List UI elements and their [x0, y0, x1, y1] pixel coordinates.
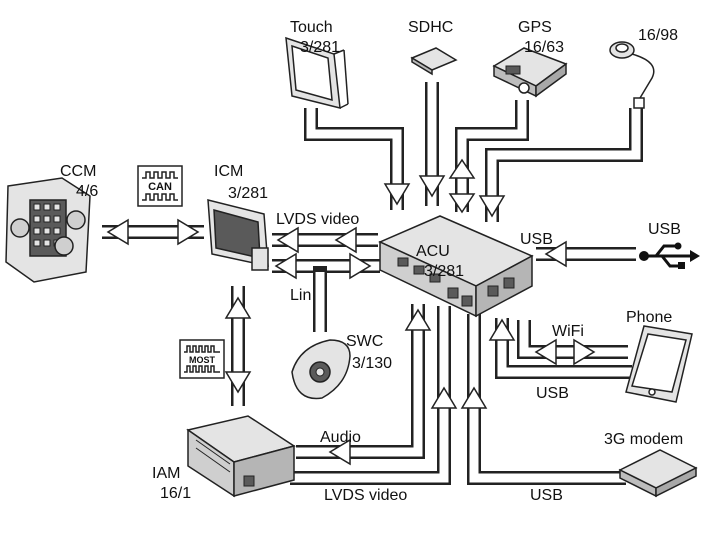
swc-label: SWC [346, 333, 383, 350]
wifi-label: WiFi [552, 323, 584, 340]
lin-label: Lin [290, 287, 311, 304]
arrow-most-down [224, 371, 252, 394]
arrow-gps-down [448, 193, 476, 214]
acu-number: 3/281 [424, 263, 464, 280]
pipe-antenna-acu [485, 108, 643, 222]
arrow-audio-up [404, 308, 432, 331]
phone-label: Phone [626, 309, 672, 326]
usb-icon-label: USB [648, 221, 681, 238]
acu-device [378, 215, 534, 318]
connections [102, 82, 643, 485]
usb-right-label: USB [520, 231, 553, 248]
sdhc-card-device [410, 47, 458, 76]
arrow-lin-left [274, 252, 297, 280]
arrow-lvds-bottom-up [430, 386, 458, 409]
gps-label: GPS [518, 19, 552, 36]
arrow-ccm-left [106, 218, 129, 246]
can-badge: CAN [137, 165, 183, 207]
iam-device [186, 415, 296, 498]
touch-screen-device [285, 36, 349, 109]
arrow-audio-left [328, 438, 351, 466]
arrow-lvds-left2 [334, 226, 357, 254]
lvds-video-bottom-label: LVDS video [324, 487, 407, 504]
arrow-sdhc-down [418, 175, 446, 198]
arrow-lin-right [349, 252, 372, 280]
gps-number: 16/63 [524, 39, 564, 56]
arrow-heads [106, 158, 596, 466]
lvds-video-top-label: LVDS video [276, 211, 359, 228]
iam-number: 16/1 [160, 485, 191, 502]
arrow-most-up [224, 296, 252, 319]
ccm-device [5, 177, 91, 283]
antenna-device [609, 41, 655, 109]
arrow-usbmid-up [488, 318, 516, 341]
iam-label: IAM [152, 465, 180, 482]
ccm-label: CCM [60, 163, 96, 180]
arrow-usb-bottom-up [460, 386, 488, 409]
usb-icon [639, 242, 700, 269]
usb-bottom-label: USB [530, 487, 563, 504]
arrow-touch-down [383, 183, 411, 206]
sdhc-label: SDHC [408, 19, 453, 36]
touch-number: 3/281 [300, 39, 340, 56]
swc-device [291, 339, 351, 400]
arrow-gps-up [448, 158, 476, 179]
arrow-wifi-left [534, 338, 557, 366]
usb-mid-label: USB [536, 385, 569, 402]
arrow-ant-down [478, 195, 506, 218]
gps-module-device [492, 47, 568, 98]
most-badge-label: MOST [189, 355, 216, 365]
antenna-number: 16/98 [638, 27, 678, 44]
most-badge: MOST [179, 339, 225, 379]
ccm-number: 4/6 [76, 183, 98, 200]
phone-device [625, 325, 693, 403]
modem-label: 3G modem [604, 431, 683, 448]
acu-label: ACU [416, 243, 450, 260]
icm-device [207, 199, 269, 271]
arrow-usb-left [544, 240, 567, 268]
pipe-touch-acu [304, 108, 404, 210]
swc-number: 3/130 [352, 355, 392, 372]
arrow-lvds-left [276, 226, 299, 254]
labels: Touch 3/281 SDHC GPS 16/63 16/98 CCM 4/6… [60, 19, 683, 504]
arrow-ccm-right [177, 218, 200, 246]
icm-number: 3/281 [228, 185, 268, 202]
icm-label: ICM [214, 163, 243, 180]
arrow-wifi-right [573, 338, 596, 366]
touch-label: Touch [290, 19, 333, 36]
can-badge-label: CAN [148, 181, 172, 193]
audio-label: Audio [320, 429, 361, 446]
modem-device [618, 449, 698, 498]
